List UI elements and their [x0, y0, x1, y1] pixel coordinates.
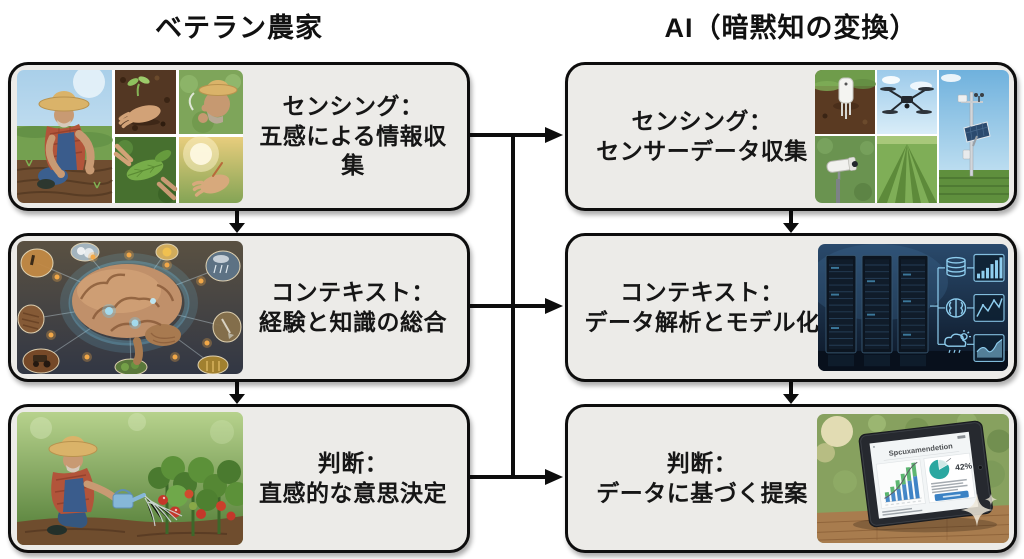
human-judgment-box: 判断： 直感的な意思決定 [8, 404, 470, 553]
arrow-left-context-to-judgment [229, 381, 245, 404]
crop-rows-photo [877, 136, 937, 203]
label-line: 経験と知識の総合 [259, 308, 447, 335]
vignette-details [21, 247, 234, 372]
label-line: 直感的な意思決定 [259, 479, 447, 506]
label-line: 判断： [317, 449, 389, 476]
weather-station-photo [939, 70, 1009, 203]
right-column-header: AI（暗黙知の変換） [664, 13, 918, 43]
tomato-plants [148, 456, 243, 536]
human-judgment-label: 判断： 直感的な意思決定 [247, 407, 459, 550]
drone-photo [877, 70, 937, 134]
hand-in-sunlight-photo [179, 136, 243, 203]
arrow-right-sensing-to-context [783, 210, 799, 233]
label-line: データに基づく提案 [596, 479, 808, 506]
label-line: 五感による情報収 [259, 122, 447, 149]
ai-judgment-box: 判断： データに基づく提案 [565, 404, 1017, 553]
label-line: センサーデータ収集 [596, 137, 808, 164]
label-line: センシング： [631, 107, 773, 134]
human-context-label: コンテキスト： 経験と知識の総合 [247, 236, 459, 379]
server-analytics-photo [818, 244, 1008, 371]
ai-context-label: コンテキスト： データ解析とモデル化 [574, 236, 830, 379]
glow-nodes [46, 250, 212, 362]
label-line: データ解析とモデル化 [584, 308, 820, 335]
label-line: 集 [341, 152, 365, 179]
brain-illustration [60, 253, 198, 365]
arrow-sensing-left-to-right [469, 127, 563, 143]
farmer-watering-photo [17, 412, 243, 545]
arrow-judgment-left-to-right [469, 469, 563, 485]
ai-judgment-label: 判断： データに基づく提案 [574, 407, 830, 550]
arrow-left-sensing-to-context [229, 210, 245, 233]
tablet-dashboard-photo: Spcuxamendetion [817, 414, 1009, 543]
label-line: 判断： [666, 449, 738, 476]
hand-on-soil-photo [115, 70, 176, 134]
human-sensing-box: センシング： 五感による情報収 集 [8, 62, 470, 211]
ai-sensing-box: センシング： センサーデータ収集 [565, 62, 1017, 211]
label-line: コンテキスト： [271, 278, 435, 305]
watering-can [112, 489, 146, 509]
arrow-context-left-to-right [469, 298, 563, 314]
field-camera-photo [815, 136, 875, 203]
brain-icon [945, 298, 967, 318]
hands-touching-leaf-photo [113, 137, 178, 203]
field-sensors-photo [815, 70, 1009, 203]
label-line: コンテキスト： [620, 278, 784, 305]
chart-panels [973, 253, 1005, 363]
left-column-header: ベテラン農家 [155, 13, 323, 43]
ai-context-box: コンテキスト： データ解析とモデル化 [565, 233, 1017, 382]
tablet-device: Spcuxamendetion [858, 420, 993, 528]
brain-knowledge-photo [17, 241, 243, 374]
ai-sparkle-watermark [961, 493, 997, 527]
human-context-box: コンテキスト： 経験と知識の総合 [8, 233, 470, 382]
bar-chart-panel [875, 458, 926, 509]
arrow-right-context-to-judgment [783, 381, 799, 404]
soil-sensor-photo [815, 70, 876, 134]
server-racks [825, 254, 929, 367]
human-sensing-label: センシング： 五感による情報収 集 [247, 65, 459, 208]
farmer-touching-soil-photo [17, 70, 113, 203]
farmer-figure [37, 91, 95, 189]
pie-percentage: 42% [955, 461, 974, 473]
pie-chart-panel: 42% [923, 452, 976, 504]
ai-sensing-label: センシング： センサーデータ収集 [574, 65, 830, 208]
label-line: センシング： [282, 92, 424, 119]
weather-icon [944, 329, 971, 354]
water-spray [144, 495, 183, 527]
farmer-watering-figure [47, 436, 183, 535]
farmer-smelling-photo [179, 70, 243, 134]
analysis-flow-lines [930, 267, 974, 345]
database-icon [946, 256, 966, 277]
farmer-five-senses-photo [17, 70, 243, 203]
